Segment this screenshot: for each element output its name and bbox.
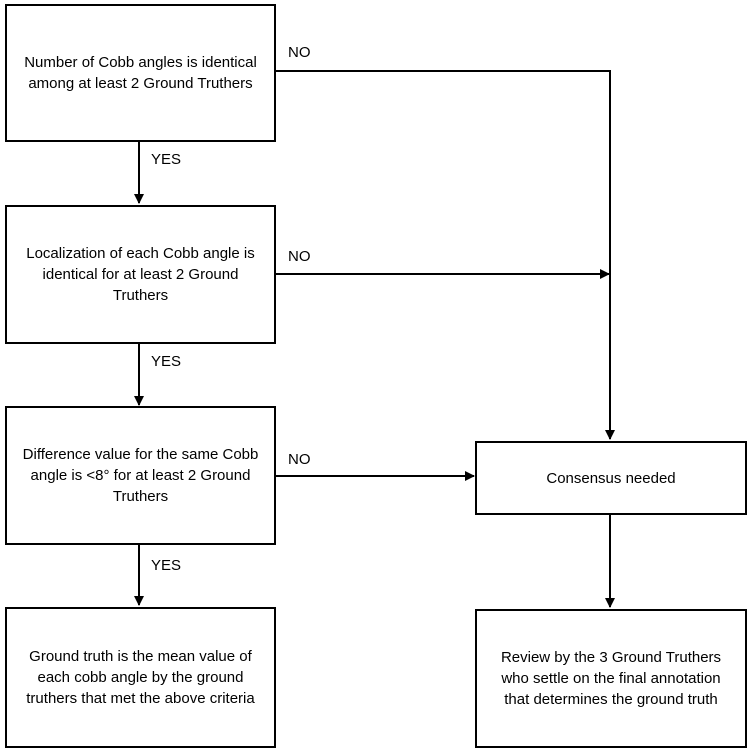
yes-label-2: YES — [151, 353, 182, 370]
localization-box: Localization of each Cobb angle is ident… — [5, 205, 276, 344]
no-label-1: NO — [288, 44, 311, 61]
ground-truth-box: Ground truth is the mean value of each c… — [5, 607, 276, 748]
difference-box: Difference value for the same Cobb angle… — [5, 406, 276, 545]
review-box: Review by the 3 Ground Truthers who sett… — [475, 609, 747, 748]
consensus-text: Consensus needed — [546, 469, 676, 487]
yes-label-3: YES — [151, 557, 182, 574]
cobb-count-box: Number of Cobb angles is identical among… — [5, 4, 276, 142]
no-label-3: NO — [288, 451, 311, 468]
yes-label-1: YES — [151, 151, 182, 168]
ground-truth-text: Ground truth is the mean value of each c… — [26, 648, 255, 707]
no-label-2: NO — [288, 248, 311, 265]
review-text: Review by the 3 Ground Truthers who sett… — [500, 649, 722, 708]
difference-text: Difference value for the same Cobb angle… — [22, 446, 259, 505]
consensus-box: Consensus needed — [475, 441, 747, 515]
cobb-count-text: Number of Cobb angles is identical among… — [24, 54, 257, 92]
localization-text: Localization of each Cobb angle is ident… — [26, 245, 255, 304]
no-path-box1 — [275, 70, 611, 274]
